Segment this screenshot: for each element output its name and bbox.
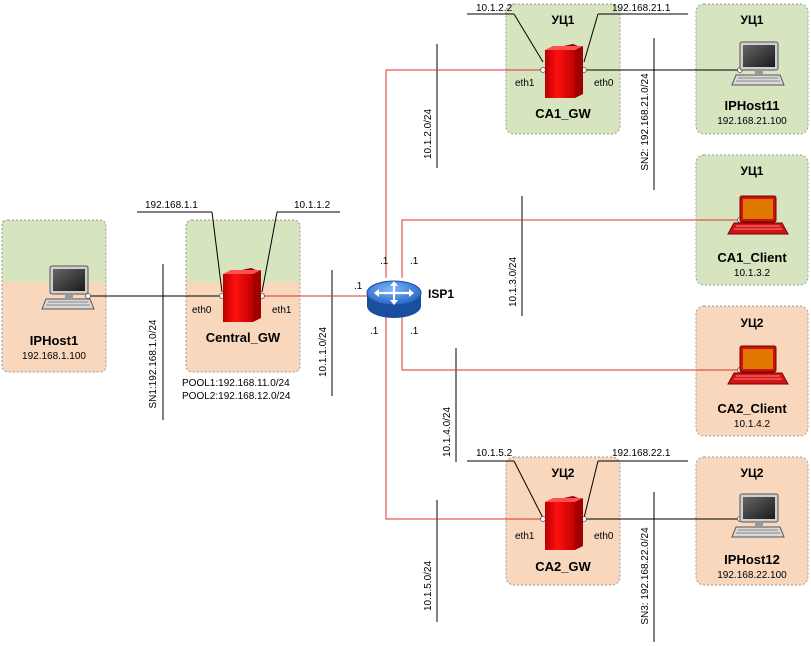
subnet-sn3-label: SN3: 192.168.22.0/24	[640, 527, 651, 625]
isp1-port-bottom-left: .1	[370, 326, 379, 337]
subnet-10-1-3-label: 10.1.3.0/24	[508, 257, 519, 307]
firewall-gateway-icon[interactable]	[545, 496, 583, 550]
isp-links	[262, 69, 740, 520]
subnet-10-1-2-label: 10.1.2.0/24	[423, 109, 434, 159]
iphost1-ip: 192.168.1.100	[22, 351, 86, 362]
isp1-port-left: .1	[354, 281, 363, 292]
subnet-10-1-5-label: 10.1.5.0/24	[423, 561, 434, 611]
ca1-client-zone: УЦ1	[741, 164, 764, 178]
central-gw-ip-right: 10.1.1.2	[294, 200, 331, 211]
iphost12-zone: УЦ2	[741, 466, 764, 480]
firewall-gateway-icon[interactable]	[223, 268, 261, 322]
iphost11-name: IPHost11	[725, 98, 780, 113]
subnet-10-1-4-label: 10.1.4.0/24	[442, 407, 453, 457]
firewall-gateway-icon[interactable]	[545, 44, 583, 98]
central-gw-pool1: POOL1:192.168.11.0/24	[182, 378, 290, 389]
router-icon[interactable]	[366, 280, 422, 318]
central-gw-ip-left: 192.168.1.1	[145, 200, 198, 211]
subnet-lines	[88, 13, 740, 642]
ca2-gw-eth1: eth1	[515, 531, 535, 542]
ca1-client-name: CA1_Client	[717, 250, 787, 265]
iphost1-name: IPHost1	[30, 333, 78, 348]
ca2-gw-name: CA2_GW	[535, 559, 591, 574]
ca1-gw-eth0: eth0	[594, 78, 614, 89]
central-gw-name: Central_GW	[206, 330, 281, 345]
central-gw-pool2: POOL2:192.168.12.0/24	[182, 391, 291, 402]
ca1-client-ip: 10.1.3.2	[734, 268, 771, 279]
ca2-client-name: CA2_Client	[717, 401, 787, 416]
subnet-sn2-label: SN2: 192.168.21.0/24	[640, 73, 651, 171]
desktop-computer-icon[interactable]	[731, 493, 785, 538]
central-gw-eth0: eth0	[192, 305, 212, 316]
ca2-gw-ip-right: 192.168.22.1	[612, 448, 671, 459]
desktop-computer-icon[interactable]	[41, 265, 95, 310]
ca1-gw-zone: УЦ1	[552, 13, 575, 27]
ca2-gw-eth0: eth0	[594, 531, 614, 542]
ca1-gw-ip-right: 192.168.21.1	[612, 3, 671, 14]
isp1-port-bottom-right: .1	[410, 326, 419, 337]
ca1-gw-name: CA1_GW	[535, 106, 591, 121]
ca1-gw-eth1: eth1	[515, 78, 535, 89]
subnet-sn1-label: SN1:192.168.1.0/24	[148, 319, 159, 408]
iphost12-name: IPHost12	[724, 552, 780, 567]
isp1-port-top-left: .1	[380, 256, 389, 267]
ca1-gw-ip-left: 10.1.2.2	[476, 3, 513, 14]
iphost12-ip: 192.168.22.100	[717, 570, 787, 581]
ca2-client-zone: УЦ2	[741, 316, 764, 330]
desktop-computer-icon[interactable]	[731, 41, 785, 86]
iphost11-zone: УЦ1	[741, 13, 764, 27]
ca2-gw-zone: УЦ2	[552, 466, 575, 480]
central-gw-eth1: eth1	[272, 305, 292, 316]
subnet-10-1-1-label: 10.1.1.0/24	[318, 327, 329, 377]
iphost11-ip: 192.168.21.100	[717, 116, 787, 127]
isp1-name: ISP1	[428, 287, 454, 301]
ca2-gw-ip-left: 10.1.5.2	[476, 448, 513, 459]
ca2-client-ip: 10.1.4.2	[734, 419, 771, 430]
isp1-port-top-right: .1	[410, 256, 419, 267]
